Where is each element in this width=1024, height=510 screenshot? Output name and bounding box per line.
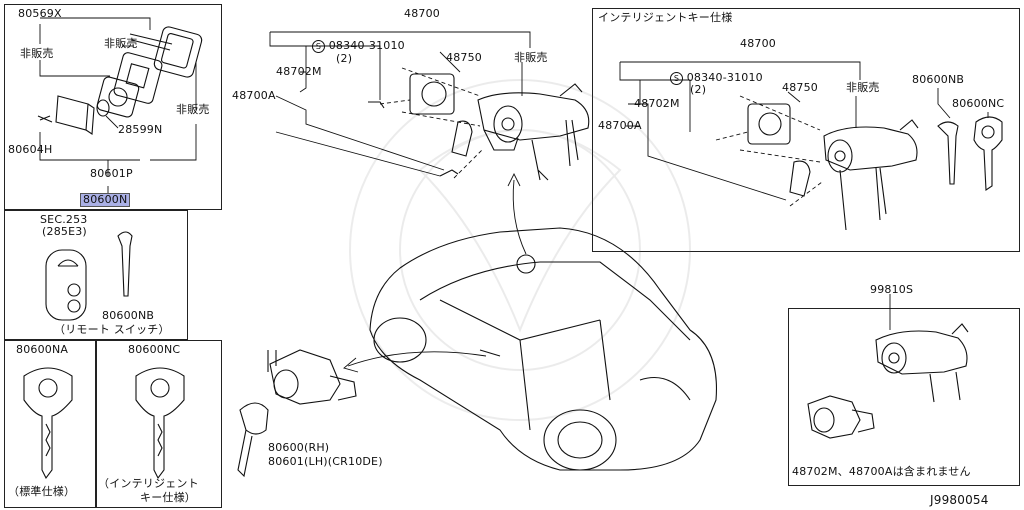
part-label: 48750 [446, 51, 482, 64]
part-label: 80600(RH) [268, 441, 330, 454]
screw-label: S 08340-31010 [670, 72, 763, 85]
key-intelligent [135, 367, 185, 480]
panel-remote [4, 210, 188, 340]
part-label: 80601P [90, 167, 133, 180]
panel-key-std [4, 340, 96, 508]
note-label: 非販売 [846, 81, 880, 94]
circle-s-icon: S [670, 72, 683, 85]
caption: （リモート スイッチ） [54, 323, 170, 336]
part-label: 48702M [634, 97, 680, 110]
ignition-assembly-center [368, 73, 590, 181]
part-label: 80601(LH)(CR10DE) [268, 455, 383, 468]
panel-key-intel [96, 340, 222, 508]
panel-title: インテリジェントキー仕様 [598, 11, 733, 24]
caption: （標準仕様） [8, 485, 76, 498]
car-outline [369, 227, 718, 471]
section-ref-sub: (285E3) [42, 225, 87, 238]
diagram-code: J9980054 [930, 493, 989, 507]
remote-fob [45, 231, 133, 321]
ignition-assembly-intelligent [747, 103, 1003, 231]
key-fob-exploded [37, 26, 203, 135]
part-label: 99810S [870, 283, 914, 296]
note-label: 非販売 [104, 37, 138, 50]
qty-label: (2) [690, 83, 707, 96]
watermark-emblem [349, 79, 691, 421]
screw-part: 08340-31010 [328, 39, 405, 52]
note-label: 非販売 [176, 103, 210, 116]
part-label: 80600NC [952, 97, 1005, 110]
part-label: 48700A [598, 119, 642, 132]
panel-bottom-right [788, 308, 1020, 486]
screw-part: 08340-31010 [686, 71, 763, 84]
panel-intelligent [592, 8, 1020, 252]
part-label: 80604H [8, 143, 53, 156]
part-label: 80569X [18, 7, 62, 20]
caption: （インテリジェント [98, 477, 199, 490]
note-label: 48702M、48700Aは含まれません [792, 465, 971, 478]
part-label: 80600NA [16, 343, 69, 356]
door-lock-cylinder [237, 349, 357, 478]
part-label: 48702M [276, 65, 322, 78]
part-label: 48700 [740, 37, 776, 50]
caption: キー仕様） [140, 491, 196, 504]
part-label: 80600NC [128, 343, 181, 356]
key-standard [23, 367, 73, 480]
part-label: 80600NB [102, 309, 155, 322]
note-label: 非販売 [20, 47, 54, 60]
part-label: 48700 [404, 7, 440, 20]
note-label: 非販売 [514, 51, 548, 64]
part-label: 48700A [232, 89, 276, 102]
part-label: 48750 [782, 81, 818, 94]
section-ref: SEC.253 [40, 213, 88, 226]
lock-set-99810s [807, 323, 969, 439]
qty-label: (2) [336, 52, 353, 65]
part-label: 28599N [118, 123, 163, 136]
panel-top-left [4, 4, 222, 210]
screw-label: S 08340-31010 [312, 40, 405, 53]
highlighted-part-label[interactable]: 80600N [80, 193, 131, 207]
circle-s-icon: S [312, 40, 325, 53]
part-label: 80600NB [912, 73, 965, 86]
